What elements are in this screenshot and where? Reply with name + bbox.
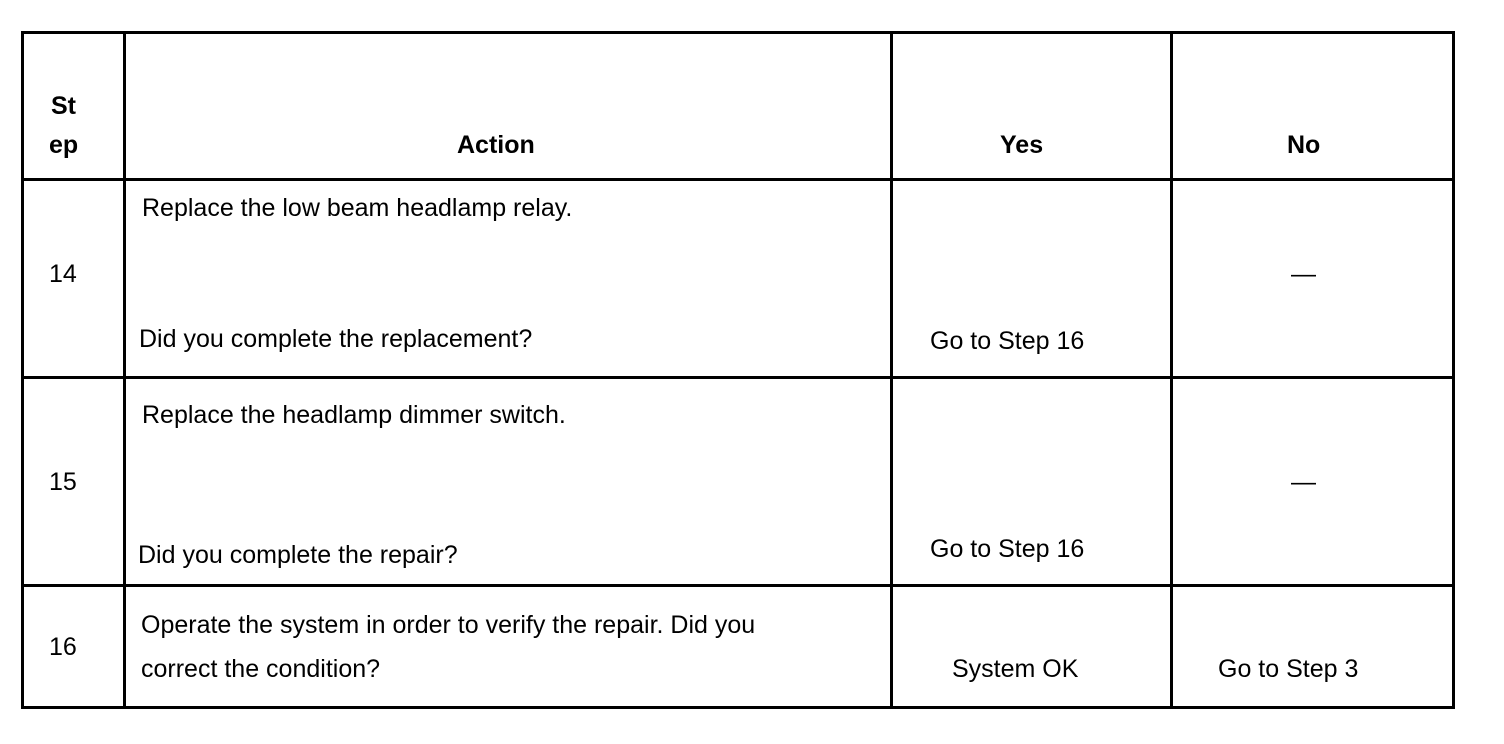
- row-15-step: 15: [49, 468, 77, 496]
- row-15-yes: Go to Step 16: [930, 535, 1085, 563]
- col-step-divider: [123, 31, 126, 709]
- header-step-line1: St: [51, 92, 76, 120]
- row-16-action-line2: correct the condition?: [141, 655, 381, 683]
- row-14-no: —: [1291, 260, 1316, 288]
- table-border-top: [21, 31, 1455, 34]
- col-yes-divider: [1170, 31, 1173, 709]
- row-14-action-line1: Replace the low beam headlamp relay.: [142, 194, 573, 222]
- row-16-step: 16: [49, 633, 77, 661]
- row-14-bottom-border: [21, 376, 1455, 379]
- row-14-yes: Go to Step 16: [930, 327, 1085, 355]
- table-border-right: [1452, 31, 1455, 709]
- col-action-divider: [890, 31, 893, 709]
- row-14-step: 14: [49, 260, 77, 288]
- row-16-no: Go to Step 3: [1218, 655, 1359, 683]
- header-no: No: [1287, 131, 1321, 159]
- diagnostic-table: St ep Action Yes No 14 Replace the low b…: [21, 31, 1455, 709]
- row-14-action-line2: Did you complete the replacement?: [139, 325, 533, 353]
- row-15-no: —: [1291, 468, 1316, 496]
- header-bottom-border: [21, 178, 1455, 181]
- row-15-action-line1: Replace the headlamp dimmer switch.: [142, 401, 566, 429]
- header-step-line2: ep: [49, 131, 79, 159]
- header-yes: Yes: [1000, 131, 1044, 159]
- table-border-bottom: [21, 706, 1455, 709]
- row-15-action-line2: Did you complete the repair?: [138, 541, 458, 569]
- table-border-left: [21, 31, 24, 709]
- row-16-action-line1: Operate the system in order to verify th…: [141, 611, 756, 639]
- header-action: Action: [457, 131, 535, 159]
- row-16-yes: System OK: [952, 655, 1079, 683]
- row-15-bottom-border: [21, 584, 1455, 587]
